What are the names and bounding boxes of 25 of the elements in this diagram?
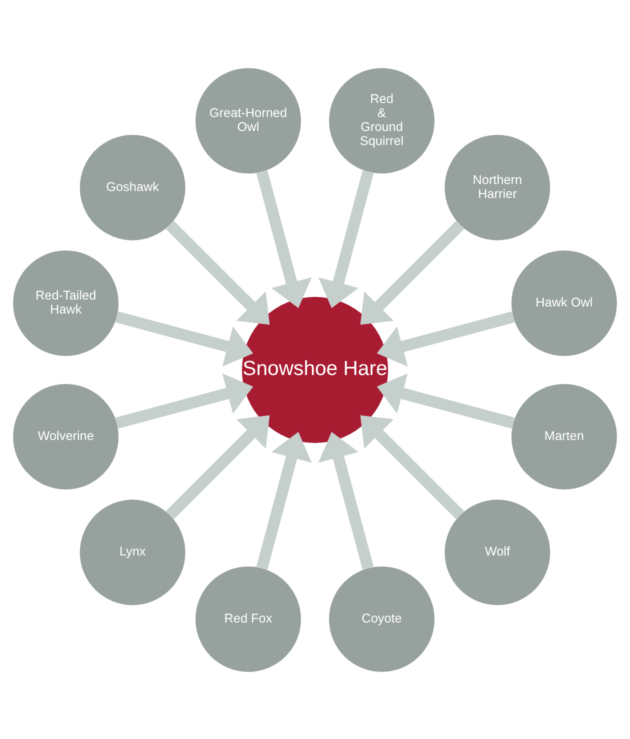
- node-circle: Coyote: [329, 566, 434, 672]
- arrow: [115, 310, 254, 366]
- arrow: [256, 170, 312, 308]
- node-circle: Red & Ground Squirrel: [329, 68, 434, 174]
- arrow: [376, 310, 515, 366]
- arrow: [115, 372, 254, 428]
- node-circle: Red-Tailed Hawk: [13, 250, 119, 356]
- node-circle: Wolf: [444, 499, 550, 605]
- node-circle: Marten: [511, 384, 617, 489]
- arrow: [360, 220, 464, 324]
- node-circle: Red Fox: [196, 566, 301, 672]
- arrow: [166, 414, 270, 519]
- node-circle: Goshawk: [80, 134, 186, 240]
- arrow: [360, 414, 464, 519]
- arrow: [318, 431, 374, 570]
- node-circle: Northern Harrier: [444, 134, 550, 240]
- node-circle: Snowshoe Hare: [242, 296, 388, 443]
- node-circle: Great-Horned Owl: [196, 68, 301, 174]
- node-circle: Lynx: [80, 499, 186, 605]
- arrow: [256, 431, 312, 570]
- arrow: [166, 220, 270, 324]
- node-circle: Hawk Owl: [511, 250, 617, 356]
- arrow: [376, 372, 515, 428]
- arrow: [318, 170, 374, 308]
- node-circle: Wolverine: [13, 384, 119, 489]
